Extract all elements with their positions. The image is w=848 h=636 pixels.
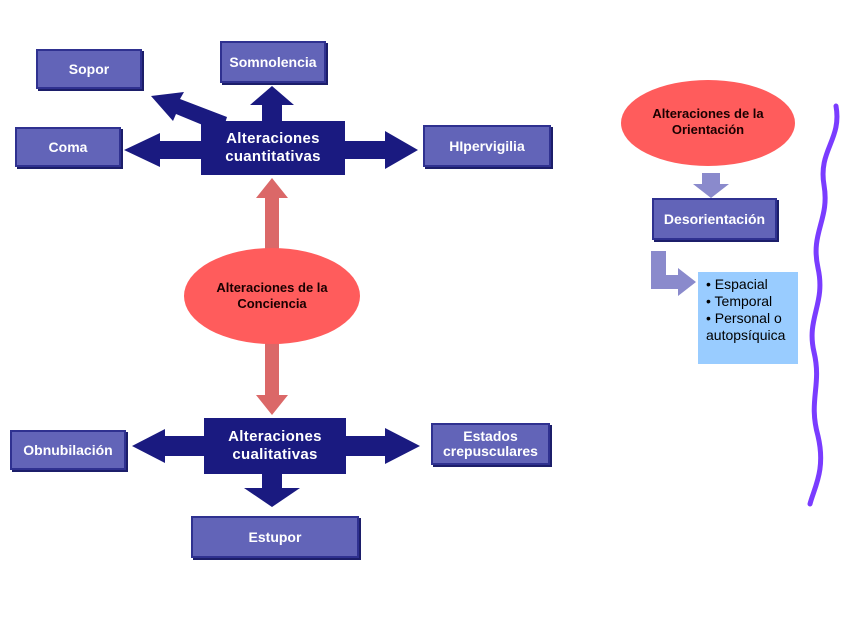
arrow-to-somnolencia [250, 86, 294, 121]
conciencia-ellipse [184, 248, 360, 344]
conciencia-center: Alteraciones de la Conciencia [206, 270, 338, 322]
list-item: Espacial [706, 276, 794, 293]
arrow-to-hipervigilia [344, 131, 418, 169]
cuantitativas-arrows [124, 86, 418, 175]
elbow-arrow-icon [651, 251, 696, 296]
list-item: Temporal [706, 293, 794, 310]
obnubilacion-box: Obnubilación [10, 430, 126, 470]
cuantitativas-hub-shape [201, 121, 345, 175]
desorientacion-label: Desorientación [663, 210, 766, 227]
estupor-box: Estupor [191, 516, 359, 558]
coma-label: Coma [48, 138, 88, 155]
estupor-label: Estupor [248, 528, 302, 545]
desorientacion-box: Desorientación [652, 198, 777, 240]
arrow-to-estupor [244, 474, 300, 507]
hipervigilia-label: HIpervigilia [449, 137, 525, 154]
conciencia-connectors [256, 178, 288, 415]
cualitativas-hub-label: Alteraciones cualitativas [228, 428, 322, 463]
wavy-bracket [807, 103, 840, 507]
orientacion-center: Alteraciones de la Orientación [646, 98, 770, 146]
estados-crepusculares-label: Estados crepusculares [443, 428, 538, 459]
orientacion-ellipse [621, 80, 795, 166]
list-item: Personal o autopsíquica [706, 310, 794, 344]
estados-crepusculares-box: Estados crepusculares [431, 423, 550, 465]
cualitativas-hub-shape [204, 418, 346, 474]
coma-box: Coma [15, 127, 121, 167]
arrow-to-estados-crepusculares [344, 428, 420, 464]
cualitativas-arrows [132, 418, 420, 507]
hipervigilia-box: HIpervigilia [423, 125, 551, 167]
connector-up [256, 178, 288, 252]
orientacion-down-arrow [693, 173, 729, 198]
orientacion-types-list: Espacial Temporal Personal o autopsíquic… [698, 272, 798, 364]
sopor-box: Sopor [36, 49, 142, 89]
obnubilacion-label: Obnubilación [23, 441, 113, 458]
arrow-to-coma [124, 133, 205, 167]
cuantitativas-hub: Alteraciones cuantitativas [201, 121, 345, 175]
connector-down [256, 340, 288, 415]
orientacion-center-label: Alteraciones de la Orientación [652, 106, 764, 137]
somnolencia-box: Somnolencia [220, 41, 326, 83]
somnolencia-label: Somnolencia [229, 53, 317, 70]
cualitativas-hub: Alteraciones cualitativas [204, 418, 346, 474]
conciencia-center-label: Alteraciones de la Conciencia [216, 280, 328, 311]
cuantitativas-hub-label: Alteraciones cuantitativas [225, 130, 321, 165]
sopor-label: Sopor [68, 60, 110, 77]
arrow-to-obnubilacion [132, 429, 205, 463]
